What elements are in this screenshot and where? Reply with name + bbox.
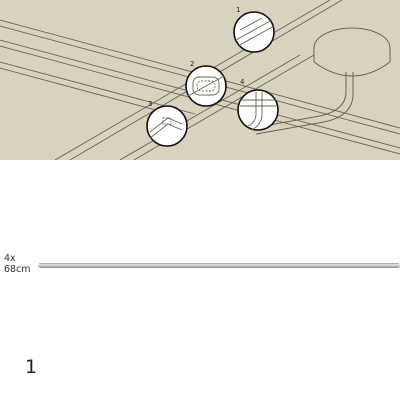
part-quantity: 4x bbox=[4, 253, 16, 264]
rod bbox=[38, 263, 400, 268]
ceiling-overview-illustration: 1 2 3 bbox=[0, 0, 400, 160]
step-number: 1 bbox=[25, 356, 38, 378]
callout-label: 3 bbox=[148, 100, 152, 108]
detail-callout-2: 2 bbox=[185, 60, 227, 107]
part-quantity-length: 4x 68cm bbox=[4, 253, 31, 275]
detail-callout-3: 3 bbox=[146, 100, 188, 147]
detail-callout-4: 4 bbox=[237, 78, 279, 131]
callout-label: 2 bbox=[190, 60, 194, 68]
callout-label: 4 bbox=[240, 78, 245, 86]
rod-part-illustration bbox=[38, 263, 400, 268]
callout-label: 1 bbox=[236, 6, 240, 14]
ceiling-canopy bbox=[251, 27, 391, 135]
part-length: 68cm bbox=[4, 264, 31, 275]
detail-callout-1: 1 bbox=[233, 6, 275, 53]
